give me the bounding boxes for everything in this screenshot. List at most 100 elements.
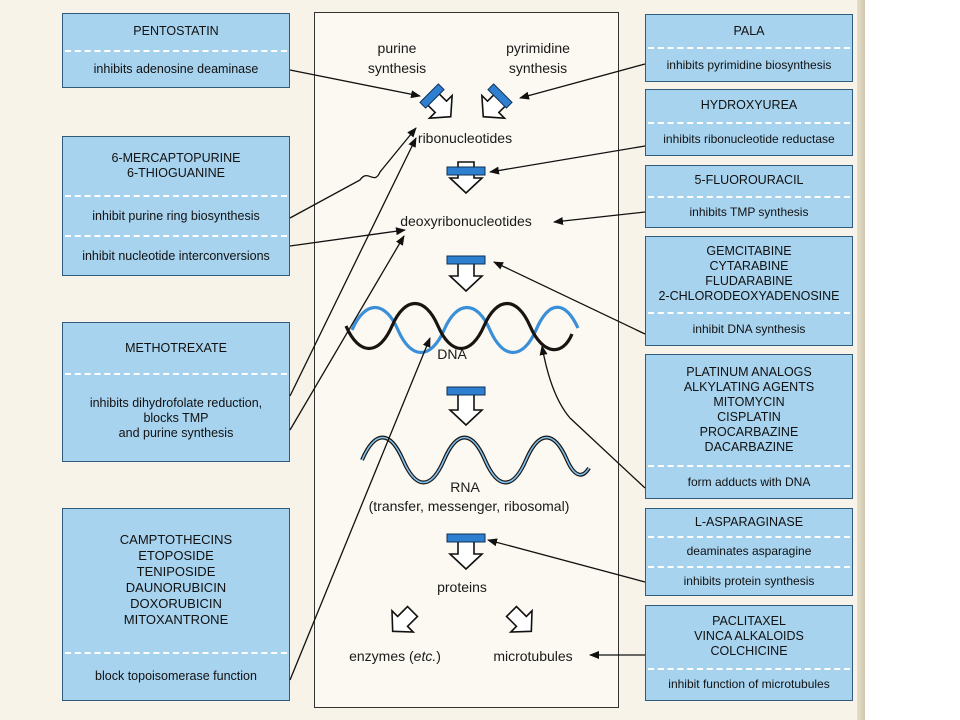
drug-name: ETOPOSIDE (138, 548, 214, 564)
drug-name: COLCHICINE (710, 644, 788, 659)
action-text: inhibits adenosine deaminase (63, 52, 289, 88)
connector-mercaptopurine-1 (289, 127, 417, 219)
drug-name: PENTOSTATIN (133, 24, 219, 39)
drug-name: HYDROXYUREA (700, 98, 798, 113)
dashed-divider (648, 667, 850, 670)
methotrexate-box: METHOTREXATE inhibits dihydrofolate redu… (62, 322, 290, 462)
connector-pala (519, 63, 646, 100)
action-label: inhibits TMP synthesis (689, 204, 809, 219)
ribonucleotide-block-bar (446, 166, 486, 176)
action-label: inhibit DNA synthesis (692, 321, 806, 336)
action-label: inhibits ribonucleotide reductase (663, 131, 835, 146)
drug-list: PACLITAXEL VINCA ALKALOIDS COLCHICINE (646, 606, 852, 668)
deoxy-block-bar (446, 255, 486, 265)
drug-name: PLATINUM ANALOGS (686, 365, 812, 380)
drug-name: MITOXANTRONE (123, 612, 229, 628)
drug-name: TENIPOSIDE (136, 564, 216, 580)
action-text: inhibit purine ring biosynthesis (63, 197, 289, 235)
action-text: inhibits pyrimidine biosynthesis (646, 49, 852, 81)
down-arrow-3 (447, 393, 485, 427)
microtubules-arrow (505, 605, 533, 633)
drug-name: CYTARABINE (709, 259, 789, 274)
dashed-divider (65, 373, 287, 376)
action-label: form adducts with DNA (687, 475, 811, 490)
dashed-divider (648, 121, 850, 124)
pyrimidine-synthesis-label: pyrimidine synthesis (506, 40, 570, 76)
enzymes-text: enzymes ( (349, 648, 414, 664)
platinum-box: PLATINUM ANALOGS ALKYLATING AGENTS MITOM… (645, 354, 853, 499)
dashed-divider (648, 311, 850, 314)
drug-name: 5-FLUOROURACIL (694, 173, 804, 188)
pala-box: PALA inhibits pyrimidine biosynthesis (645, 14, 853, 82)
dashed-divider (648, 195, 850, 198)
action-label: inhibits dihydrofolate reduction, blocks… (89, 395, 263, 440)
action-label: inhibits adenosine deaminase (93, 61, 259, 76)
down-arrow-2 (447, 259, 485, 293)
drug-list: PENTOSTATIN (63, 14, 289, 50)
rna-types-label: (transfer, messenger, ribosomal) (368, 498, 570, 514)
dna-block-bar (446, 386, 486, 396)
down-arrow-4 (447, 537, 485, 571)
enzymes-close: ) (436, 648, 441, 664)
drug-name: PACLITAXEL (712, 614, 786, 629)
dashed-divider (648, 465, 850, 468)
drug-list: PALA (646, 15, 852, 47)
connector-camptothecins (289, 337, 431, 681)
connector-methotrexate-2 (289, 235, 405, 431)
rna-label: RNA (450, 479, 480, 495)
drug-list: 5-FLUOROURACIL (646, 166, 852, 196)
drug-name: VINCA ALKALOIDS (694, 629, 804, 644)
proteins-label: proteins (437, 579, 487, 595)
ribonucleotides-label: ribonucleotides (417, 130, 513, 146)
action-label: inhibit nucleotide interconversions (82, 248, 270, 263)
pentostatin-box: PENTOSTATIN inhibits adenosine deaminase (62, 13, 290, 88)
dashed-divider (648, 47, 850, 49)
drug-list: L-ASPARAGINASE (646, 509, 852, 536)
drug-name: DOXORUBICIN (130, 596, 222, 612)
mercaptopurine-box: 6-MERCAPTOPURINE 6-THIOGUANINE inhibit p… (62, 136, 290, 276)
pyrimidine-block-bar (487, 83, 513, 109)
page-edge (857, 0, 865, 720)
drug-name: PROCARBAZINE (699, 425, 799, 440)
drug-name: 2-CHLORODEOXYADENOSINE (658, 289, 840, 304)
drug-list: CAMPTOTHECINS ETOPOSIDE TENIPOSIDE DAUNO… (63, 509, 289, 652)
purine-block-bar (419, 83, 445, 109)
paclitaxel-box: PACLITAXEL VINCA ALKALOIDS COLCHICINE in… (645, 605, 853, 701)
drug-name: 6-MERCAPTOPURINE (111, 151, 241, 166)
drug-name: CAMPTOTHECINS (119, 532, 233, 548)
drug-name: CISPLATIN (717, 410, 781, 425)
dna-strand-dark (344, 301, 574, 352)
action-text: inhibits ribonucleotide reductase (646, 124, 852, 156)
drug-list: METHOTREXATE (63, 323, 289, 373)
action-label: block topoisomerase function (95, 669, 257, 684)
connector-asparaginase (487, 538, 646, 583)
connector-mercaptopurine-2 (289, 227, 406, 247)
action-label: deaminates asparagine (686, 544, 812, 559)
gemcitabine-box: GEMCITABINE CYTARABINE FLUDARABINE 2-CHL… (645, 236, 853, 346)
action-text: inhibits protein synthesis (646, 568, 852, 595)
action-text: block topoisomerase function (63, 654, 289, 700)
drug-name: 6-THIOGUANINE (127, 166, 225, 181)
drug-name: METHOTREXATE (125, 340, 227, 355)
dashed-divider (648, 565, 850, 568)
drug-name: L-ASPARAGINASE (694, 515, 804, 530)
connector-hydroxyurea (489, 145, 646, 175)
camptothecins-box: CAMPTOTHECINS ETOPOSIDE TENIPOSIDE DAUNO… (62, 508, 290, 701)
drug-list: 6-MERCAPTOPURINE 6-THIOGUANINE (63, 137, 289, 195)
action-text: inhibits dihydrofolate reduction, blocks… (63, 375, 289, 461)
rna-block-bar (446, 533, 486, 543)
dashed-divider (65, 195, 287, 198)
drug-name: DACARBAZINE (704, 440, 794, 455)
action-text: inhibit nucleotide interconversions (63, 237, 289, 275)
rna-strand-highlight (361, 436, 590, 484)
action-text: inhibits TMP synthesis (646, 198, 852, 228)
dashed-divider (65, 49, 287, 52)
action-label: inhibit purine ring biosynthesis (92, 208, 260, 223)
dashed-divider (65, 235, 287, 238)
action-label: inhibits protein synthesis (683, 573, 815, 588)
drug-list: HYDROXYUREA (646, 90, 852, 122)
action-text: form adducts with DNA (646, 467, 852, 498)
connector-methotrexate-1 (289, 137, 417, 397)
